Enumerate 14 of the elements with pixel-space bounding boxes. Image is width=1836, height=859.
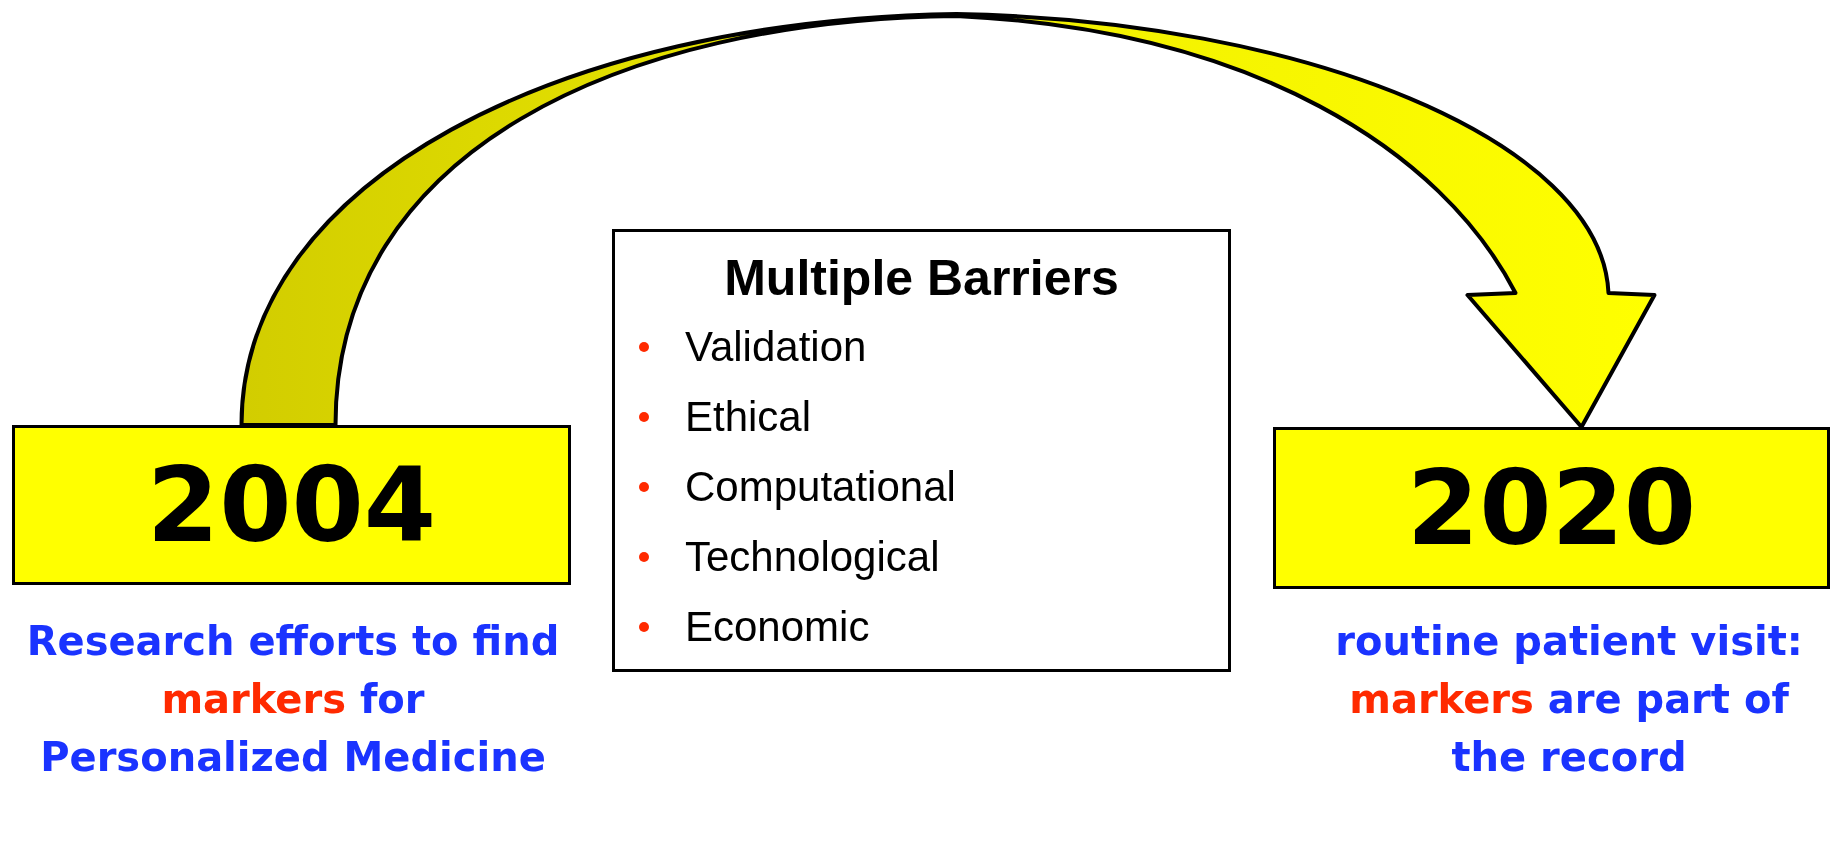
year-label: 2020 (1406, 456, 1697, 560)
year-box (12, 425, 571, 585)
description-text: routine patient visit: markers are part of the record (1334, 617, 1804, 782)
list-item: Ethical (685, 392, 812, 442)
list-item: Economic (685, 602, 870, 652)
list-item: Computational (685, 462, 956, 512)
barriers-box (612, 229, 1231, 672)
list-item: Validation (685, 322, 867, 372)
box-heading: Multiple Barriers (724, 249, 1119, 308)
year-box (1273, 427, 1830, 589)
list-item: Technological (685, 532, 940, 582)
description-text: Research efforts to find markers for Personalized Medicine (25, 617, 561, 782)
year-label: 2004 (146, 453, 437, 557)
curved-arrow (239, 12, 1657, 429)
